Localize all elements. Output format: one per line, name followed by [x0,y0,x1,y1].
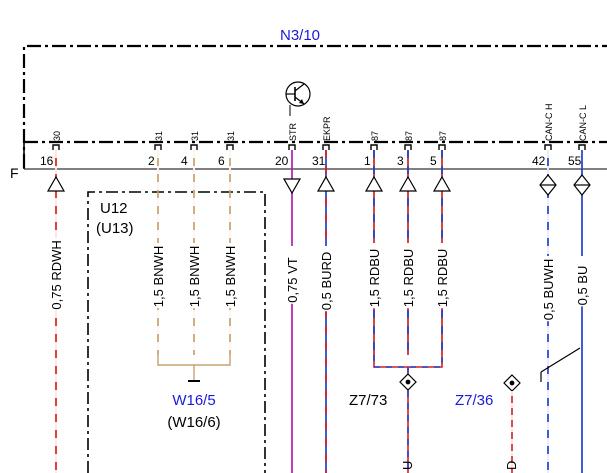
z773-splice [373,355,443,473]
pin-number: 2 [148,154,155,168]
pin-6: 31 6 1,5 BNWH [218,131,238,355]
wire-label: 0,5 BURD [319,252,334,311]
wire-label: 0,75 VT [285,257,300,303]
pin-3: 87 3 1,5 RDBU [397,131,418,355]
u13-label: (U13) [96,220,134,237]
bottom-label-u: U [400,461,415,470]
wire-label: 0,5 BU [575,266,590,306]
pin-4: 31 4 1,5 BNWH [181,131,202,355]
pin-1: 87 1 1,5 RDBU [364,131,384,355]
pin-signal-label: 31 [154,131,164,141]
w16-alt-label: (W16/6) [167,414,220,431]
w16-splice [157,355,231,382]
pin-5: 87 5 1,5 RDBU [430,131,452,355]
arrow-in-icon [364,175,384,192]
u12-box [87,191,266,473]
pin-number: 20 [275,154,289,168]
pin-number: 16 [40,154,54,168]
u12-label: U12 [100,200,128,217]
component-boundary [22,44,607,168]
wire-label: 1,5 RDBU [367,249,382,308]
wire-label: 0,75 RDWH [49,240,64,309]
pin-number: 4 [181,154,188,168]
pin-31: EKPR 31 0,5 BURD [312,116,336,473]
z736-splice [503,374,521,473]
pin-signal-label: 87 [404,131,414,141]
w16-label: W16/5 [172,392,215,409]
pin-2: 31 2 1,5 BNWH [148,131,166,355]
wire-label: 1,5 BNWH [187,246,202,307]
pin-number: 5 [430,154,437,168]
pin-number: 31 [312,154,326,168]
arrow-in-icon [432,175,452,192]
pin-signal-label: 30 [52,131,62,141]
pin-20: STR 20 0,75 VT [275,122,302,473]
wire-label: 1,5 RDBU [401,249,416,308]
pin-number: 42 [532,154,546,168]
pin-number: 1 [364,154,371,168]
connector-name: F [10,165,19,181]
wire-label: 1,5 RDBU [435,249,450,308]
pin-signal-label: 31 [190,131,200,141]
z773-label: Z7/73 [349,392,387,409]
pin-42: CAN-C H 42 0,5 BUWH [532,104,557,473]
pin-55: CAN-C L 55 0,5 BU [568,105,591,473]
wire-label: 1,5 BNWH [151,246,166,307]
pin-16: 30 16 0,75 RDWH [40,131,66,473]
pin-number: 55 [568,154,582,168]
wire-label: 1,5 BNWH [223,246,238,307]
arrow-in-icon [398,175,418,192]
arrow-out-icon [282,178,302,195]
pin-signal-label: STR [288,122,298,141]
pin-signal-label: 87 [370,131,380,141]
pin-signal-label: 87 [438,131,448,141]
pin-number: 6 [218,154,225,168]
pin-signal-label: CAN-C H [544,104,554,142]
pin-signal-label: 31 [226,131,236,141]
bottom-label-d: D [504,461,519,470]
pin-signal-label: EKPR [322,116,332,141]
pin-signal-label: CAN-C L [578,105,588,141]
transistor-icon [285,81,311,116]
z736-label: Z7/36 [455,392,493,409]
arrow-in-icon [46,175,66,192]
can-twist-marker [540,347,581,382]
pin-number: 3 [397,154,404,168]
wire-label: 0,5 BUWH [541,259,556,320]
component-name: N3/10 [280,27,320,44]
arrow-in-icon [316,175,336,192]
